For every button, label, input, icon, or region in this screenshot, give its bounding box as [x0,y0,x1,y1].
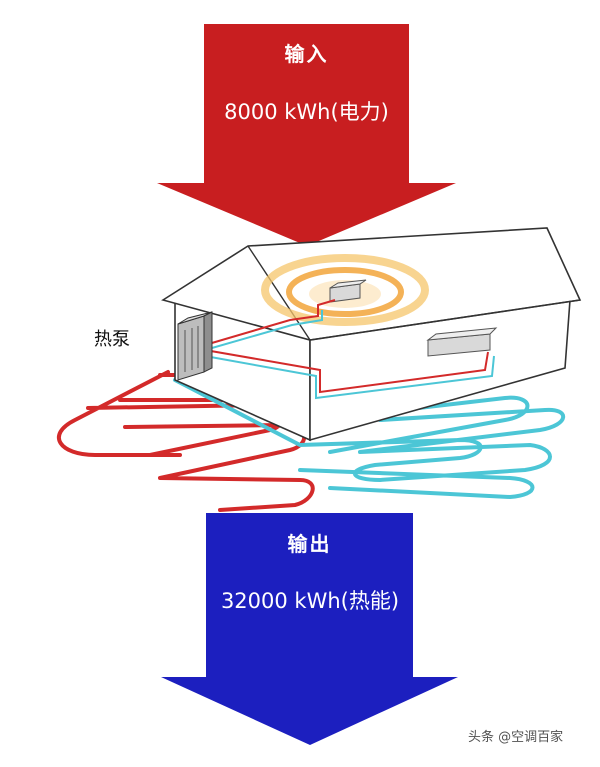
output-title: 输出 [287,532,332,556]
input-title: 输入 [284,42,329,66]
input-arrow [157,24,456,246]
heat-pump-unit [177,311,213,381]
indoor-unit-ceiling [329,279,367,303]
output-value: 32000 kWh(热能) [220,589,400,613]
ground-loop-cold [173,378,566,500]
output-arrow [161,513,458,745]
watermark: 头条 @空调百家 [468,730,564,745]
indoor-unit-wall [426,327,498,357]
house-roof [161,227,582,341]
heat-pump-label: 热泵 [94,329,130,350]
house [161,227,582,442]
heat-glow-outer [261,254,429,326]
input-value: 8000 kWh(电力) [224,100,389,124]
indoor-piping [204,299,495,400]
heat-glow-mid [286,267,404,317]
